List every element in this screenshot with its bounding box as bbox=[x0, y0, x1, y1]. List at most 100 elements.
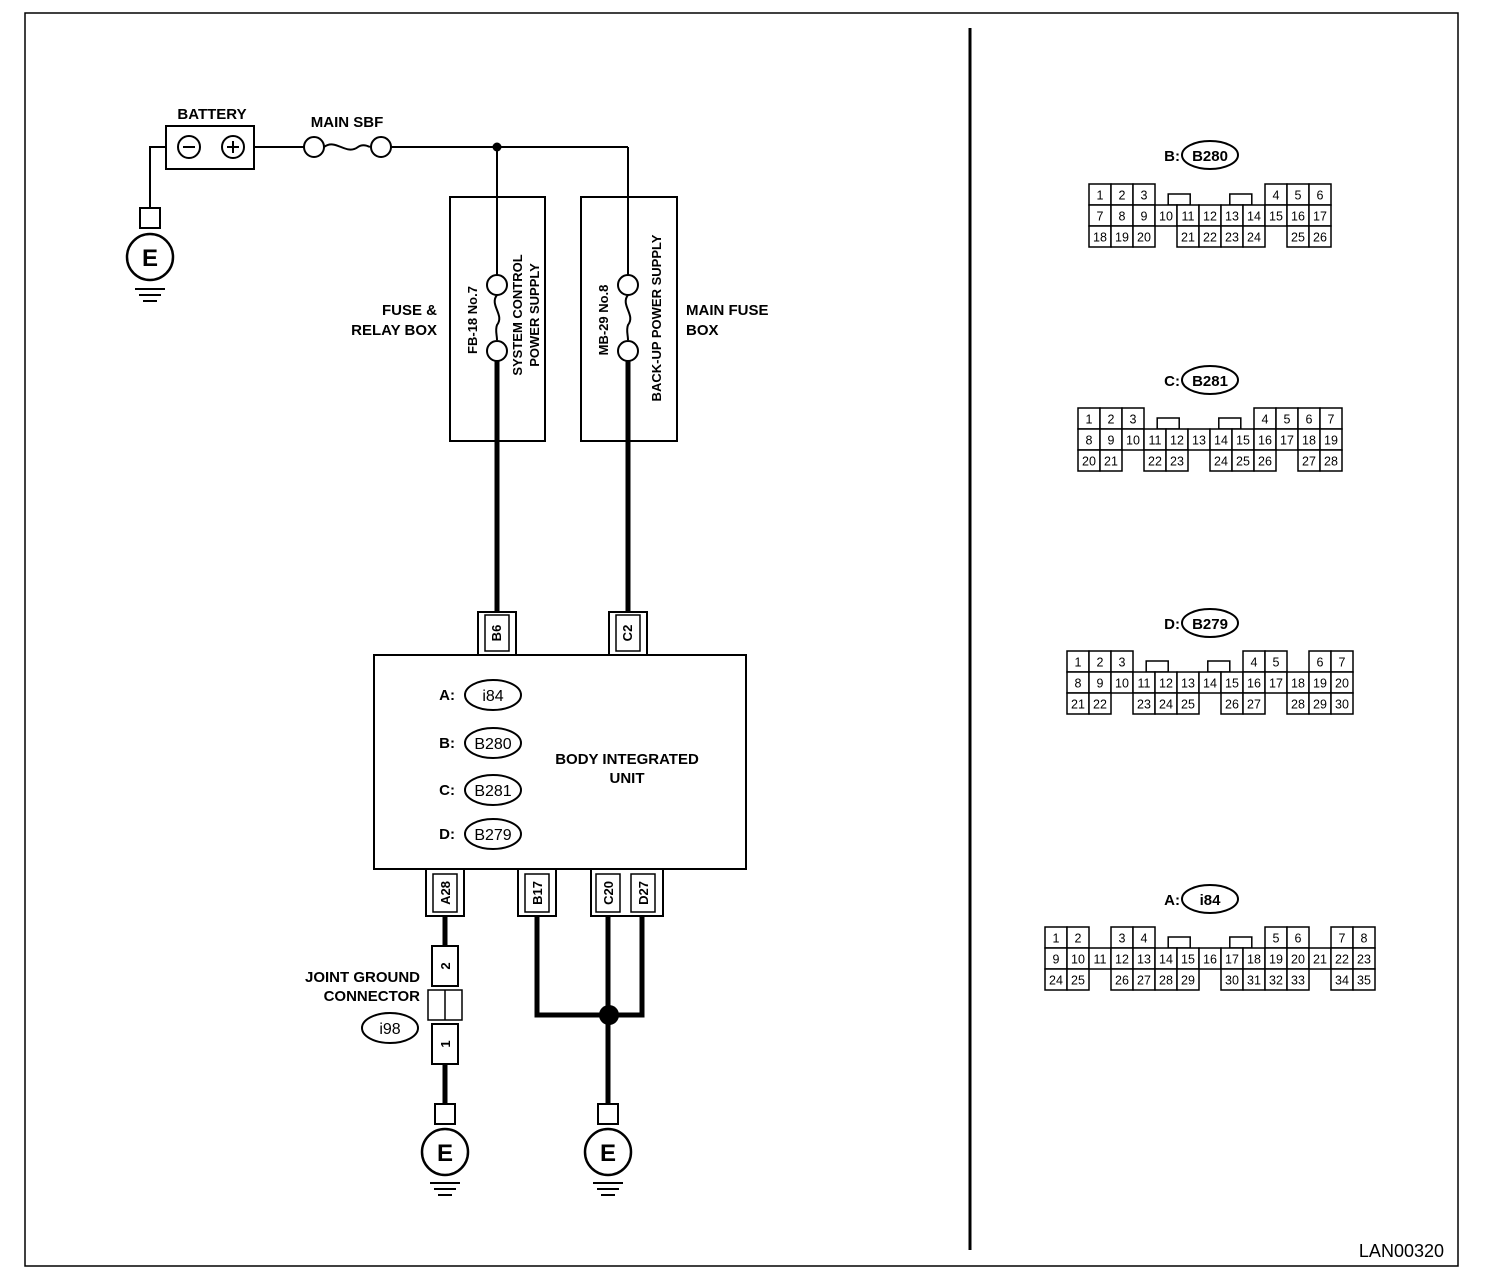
connector-pin-label: 19 bbox=[1324, 434, 1338, 448]
connector-pin-label: 4 bbox=[1273, 189, 1280, 203]
connector-pin-label: 22 bbox=[1335, 953, 1349, 967]
connector-pin-label: 25 bbox=[1291, 231, 1305, 245]
connector-pin-label: 14 bbox=[1203, 677, 1217, 691]
connector-pin-label: 20 bbox=[1335, 677, 1349, 691]
connector-pin-label: 3 bbox=[1119, 656, 1126, 670]
connector-pin-label: 22 bbox=[1093, 698, 1107, 712]
connector-pin bbox=[1286, 968, 1310, 991]
svg-text:i98: i98 bbox=[379, 1021, 400, 1038]
svg-text:B281: B281 bbox=[474, 783, 511, 800]
connector-pin-label: 34 bbox=[1335, 974, 1349, 988]
connector-pin-label: 23 bbox=[1170, 455, 1184, 469]
main-sbf-label: MAIN SBF bbox=[311, 114, 384, 131]
connector-pin-label: 17 bbox=[1269, 677, 1283, 691]
svg-text:D27: D27 bbox=[636, 881, 651, 905]
connector-pin-label: 4 bbox=[1262, 413, 1269, 427]
connector-pin bbox=[1099, 449, 1123, 472]
svg-text:E: E bbox=[142, 245, 158, 272]
connector-pin-label: 19 bbox=[1269, 953, 1283, 967]
connector-pin-label: 19 bbox=[1115, 231, 1129, 245]
connector-pin-label: 13 bbox=[1192, 434, 1206, 448]
connector-pin bbox=[1132, 225, 1156, 248]
connector-view-prefix: B: bbox=[1164, 148, 1180, 165]
connector-pin-label: 20 bbox=[1137, 231, 1151, 245]
connector-pin-label: 9 bbox=[1053, 953, 1060, 967]
connector-pin-label: 1 bbox=[1053, 932, 1060, 946]
connector-pin-label: 24 bbox=[1159, 698, 1173, 712]
fuse-mb29 bbox=[617, 274, 639, 362]
connector-pin-label: 27 bbox=[1302, 455, 1316, 469]
connector-view-code: i84 bbox=[1200, 892, 1222, 909]
connector-pin-label: 4 bbox=[1141, 932, 1148, 946]
fuse-relay-box: FUSE & RELAY BOX FB-18 No.7 SYSTEM CONTR… bbox=[351, 196, 546, 442]
connector-pin-label: 30 bbox=[1335, 698, 1349, 712]
svg-text:POWER SUPPLY: POWER SUPPLY bbox=[527, 263, 542, 367]
connector-pin-label: 11 bbox=[1138, 677, 1151, 691]
connector-pin-label: 8 bbox=[1119, 210, 1126, 224]
connector-pin-label: 24 bbox=[1214, 455, 1228, 469]
svg-text:UNIT: UNIT bbox=[610, 770, 645, 787]
connector-pin bbox=[1088, 692, 1112, 715]
connector-pin-label: 35 bbox=[1357, 974, 1371, 988]
connector-pin-label: 16 bbox=[1291, 210, 1305, 224]
connector-pin-label: 15 bbox=[1269, 210, 1283, 224]
connector-view-prefix: D: bbox=[1164, 616, 1180, 633]
connector-pin-label: 8 bbox=[1361, 932, 1368, 946]
svg-text:JOINT GROUND: JOINT GROUND bbox=[305, 969, 420, 986]
connector-pin-label: 15 bbox=[1225, 677, 1239, 691]
connector-pin-label: 23 bbox=[1225, 231, 1239, 245]
connector-pin-label: 21 bbox=[1181, 231, 1195, 245]
connector-pin-label: 12 bbox=[1170, 434, 1184, 448]
svg-text:D:: D: bbox=[439, 826, 455, 843]
connector-pin-label: 32 bbox=[1269, 974, 1283, 988]
connector-pin-label: 7 bbox=[1339, 656, 1346, 670]
connector-pin-label: 29 bbox=[1313, 698, 1327, 712]
connector-pin-label: 1 bbox=[1097, 189, 1104, 203]
battery-label: BATTERY bbox=[177, 106, 246, 123]
svg-text:B:: B: bbox=[439, 735, 455, 752]
connector-pin-label: 24 bbox=[1049, 974, 1063, 988]
connector-pin bbox=[1319, 449, 1343, 472]
svg-text:2: 2 bbox=[438, 962, 453, 969]
connector-pin-label: 30 bbox=[1225, 974, 1239, 988]
connector-pin-label: 24 bbox=[1247, 231, 1261, 245]
connector-pin-label: 12 bbox=[1203, 210, 1217, 224]
connector-pin-label: 19 bbox=[1313, 677, 1327, 691]
terminal-b6: B6 bbox=[477, 611, 517, 656]
connector-pin-label: 25 bbox=[1236, 455, 1250, 469]
connector-view-code: B280 bbox=[1192, 148, 1228, 165]
figure-code: LAN00320 bbox=[1359, 1241, 1444, 1261]
connector-pin-label: 1 bbox=[1075, 656, 1082, 670]
body-integrated-unit: BODY INTEGRATED UNIT A: i84 B: B280 C: B… bbox=[373, 654, 747, 870]
connector-pin bbox=[1242, 225, 1266, 248]
terminal-b17: B17 bbox=[517, 868, 557, 917]
svg-text:SYSTEM CONTROL: SYSTEM CONTROL bbox=[510, 254, 525, 375]
connector-pin-label: 14 bbox=[1159, 953, 1173, 967]
bcm-title: BODY INTEGRATED bbox=[555, 751, 699, 768]
svg-text:E: E bbox=[437, 1140, 453, 1167]
svg-text:MAIN FUSE: MAIN FUSE bbox=[686, 302, 769, 319]
svg-text:FB-18 No.7: FB-18 No.7 bbox=[465, 286, 480, 354]
connector-pin-label: 18 bbox=[1093, 231, 1107, 245]
connector-pin-label: 28 bbox=[1291, 698, 1305, 712]
connector-pin-label: 18 bbox=[1247, 953, 1261, 967]
connector-pin-label: 22 bbox=[1203, 231, 1217, 245]
connector-pin bbox=[1176, 968, 1200, 991]
main-sbf: MAIN SBF bbox=[303, 114, 392, 158]
connector-pin-label: 5 bbox=[1295, 189, 1302, 203]
connector-pin-label: 33 bbox=[1291, 974, 1305, 988]
terminal-c20-d27: C20 D27 bbox=[590, 868, 664, 917]
connector-pin-label: 12 bbox=[1159, 677, 1173, 691]
connector-pin-label: 5 bbox=[1273, 932, 1280, 946]
connector-pin-label: 20 bbox=[1291, 953, 1305, 967]
connector-pin-label: 6 bbox=[1317, 656, 1324, 670]
svg-text:C:: C: bbox=[439, 782, 455, 799]
connector-pin-label: 9 bbox=[1108, 434, 1115, 448]
diagram-frame bbox=[24, 12, 1459, 1267]
connector-pin-label: 7 bbox=[1328, 413, 1335, 427]
connector-pin-label: 15 bbox=[1181, 953, 1195, 967]
